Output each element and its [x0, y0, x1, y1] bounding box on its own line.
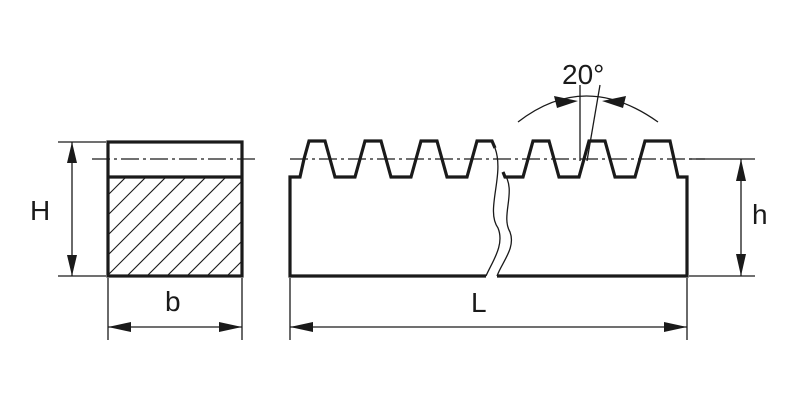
section-hatching	[108, 177, 242, 275]
dimension-b	[107, 278, 243, 340]
label-b: b	[165, 286, 181, 317]
dimension-pressure-angle	[517, 84, 659, 162]
break-line-right	[496, 171, 513, 277]
rack-left-segment	[288, 139, 497, 278]
section-outline	[106, 140, 244, 278]
label-L: L	[471, 287, 487, 318]
label-H: H	[30, 195, 50, 226]
cross-section-view	[106, 140, 244, 278]
label-pressure-angle: 20°	[562, 59, 604, 90]
break-line-left	[485, 147, 501, 277]
rack-right-segment	[497, 139, 689, 278]
dimension-h	[689, 158, 755, 277]
rack-side-view	[288, 139, 689, 278]
dimension-L	[289, 278, 688, 340]
label-h: h	[752, 199, 768, 230]
dimension-H	[58, 141, 106, 277]
